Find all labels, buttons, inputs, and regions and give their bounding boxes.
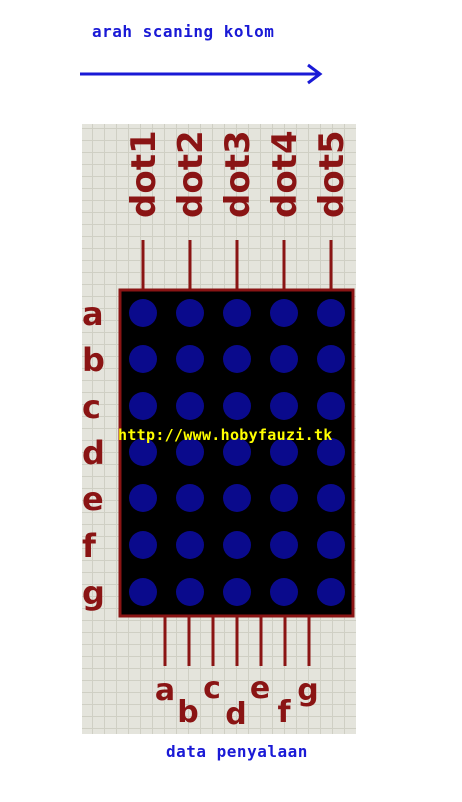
- led-dot: [270, 345, 298, 373]
- led-dot: [270, 531, 298, 559]
- led-dot: [176, 438, 204, 466]
- led-dot: [223, 299, 251, 327]
- column-label-dot2: dot2: [171, 130, 211, 218]
- segment-label-a: a: [155, 673, 175, 708]
- led-dot: [223, 345, 251, 373]
- row-label-b: b: [82, 341, 105, 379]
- watermark-url: http://www.hobyfauzi.tk: [118, 426, 333, 444]
- row-label-d: d: [82, 434, 105, 472]
- led-dot: [317, 578, 345, 606]
- led-dot: [129, 345, 157, 373]
- led-dot: [317, 392, 345, 420]
- led-dot: [270, 578, 298, 606]
- led-dot: [176, 392, 204, 420]
- led-dot: [176, 345, 204, 373]
- segment-label-b: b: [177, 695, 198, 730]
- led-dot: [223, 484, 251, 512]
- led-dot: [129, 392, 157, 420]
- led-dot: [317, 345, 345, 373]
- led-dot: [270, 392, 298, 420]
- led-dot: [176, 299, 204, 327]
- row-label-a: a: [82, 295, 104, 333]
- led-dot: [176, 578, 204, 606]
- led-dot: [176, 531, 204, 559]
- column-label-dot4: dot4: [265, 130, 305, 218]
- led-dot: [129, 531, 157, 559]
- led-dot: [176, 484, 204, 512]
- row-label-f: f: [82, 527, 97, 565]
- row-label-c: c: [82, 388, 101, 426]
- led-dot: [129, 438, 157, 466]
- led-dot: [129, 299, 157, 327]
- led-dot: [270, 484, 298, 512]
- segment-label-e: e: [250, 671, 270, 706]
- column-label-dot1: dot1: [124, 130, 164, 218]
- segment-label-c: c: [203, 671, 221, 706]
- led-dot: [223, 578, 251, 606]
- scan-direction-caption: arah scaning kolom: [92, 22, 275, 41]
- column-label-dot3: dot3: [218, 130, 258, 218]
- row-label-g: g: [82, 574, 105, 612]
- column-label-dot5: dot5: [312, 130, 352, 218]
- led-dot: [129, 578, 157, 606]
- led-dot: [129, 484, 157, 512]
- led-dot: [317, 484, 345, 512]
- segment-label-f: f: [277, 695, 291, 730]
- led-dot: [317, 299, 345, 327]
- segment-label-g: g: [297, 673, 318, 708]
- row-label-e: e: [82, 480, 104, 518]
- led-dot: [270, 299, 298, 327]
- segment-label-d: d: [225, 697, 246, 732]
- scan-direction-arrow-icon: [80, 63, 323, 85]
- data-caption: data penyalaan: [166, 742, 308, 761]
- led-dot: [270, 438, 298, 466]
- led-dot: [317, 438, 345, 466]
- led-dot: [223, 438, 251, 466]
- led-dot: [223, 392, 251, 420]
- led-dot: [317, 531, 345, 559]
- led-dot: [223, 531, 251, 559]
